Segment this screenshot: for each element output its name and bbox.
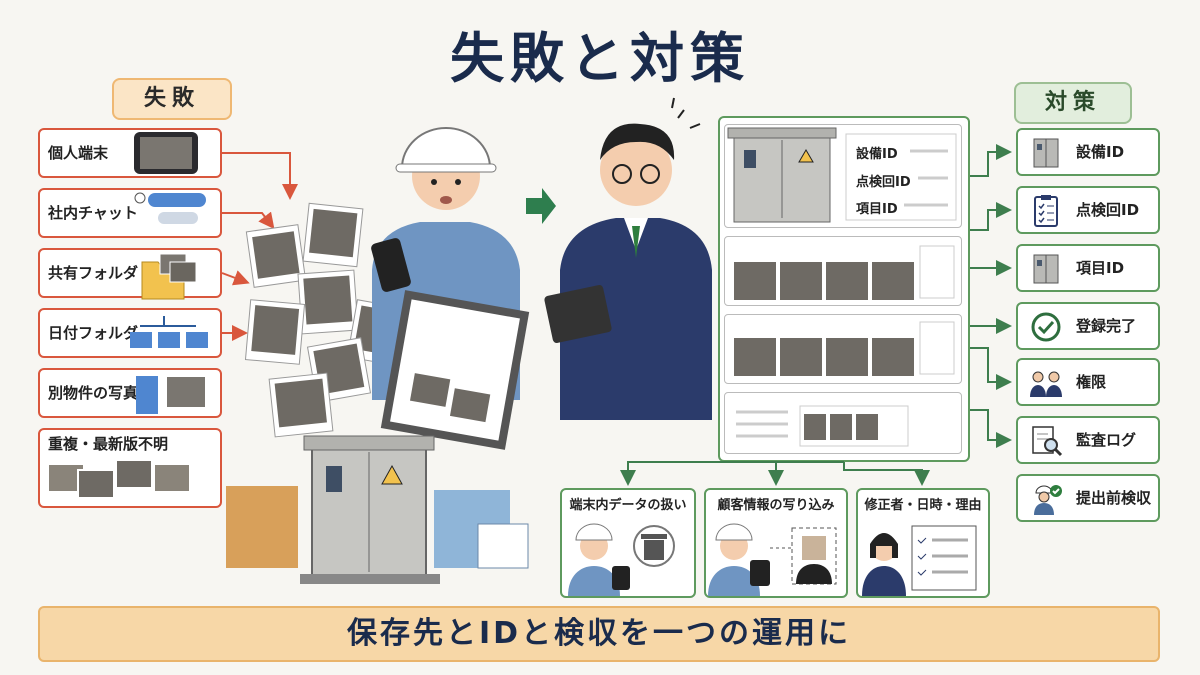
measure-item-label: 監査ログ bbox=[1076, 431, 1137, 449]
measure-item-pre-submission-check: 提出前検収 bbox=[1016, 474, 1160, 522]
clipboard-document bbox=[380, 290, 530, 450]
bottom-item-label: 修正者・日時・理由 bbox=[864, 498, 982, 513]
measure-item-registration-complete: 登録完了 bbox=[1016, 302, 1160, 350]
measure-item-permission: 権限 bbox=[1016, 358, 1160, 406]
measure-item-item-id: 項目ID bbox=[1016, 244, 1160, 292]
bottom-item-label: 顧客情報の写り込み bbox=[717, 498, 835, 513]
failure-item-label: 共有フォルダ bbox=[48, 264, 139, 282]
measure-item-label: 項目ID bbox=[1076, 259, 1125, 277]
building-photo-icon bbox=[136, 375, 207, 414]
worker-with-tablet bbox=[568, 523, 630, 596]
measure-item-label: 登録完了 bbox=[1076, 317, 1137, 335]
magnifier-document-icon bbox=[1032, 426, 1063, 457]
arrow-icon bbox=[526, 188, 556, 224]
folder-icon bbox=[141, 253, 197, 300]
panel-label-equipment-id: 設備ID bbox=[856, 147, 898, 162]
measure-item-label: 点検回ID bbox=[1076, 201, 1140, 219]
worker-check-icon bbox=[1034, 485, 1062, 515]
duplicate-photos-icon bbox=[47, 459, 191, 499]
cabinet-icon bbox=[1033, 254, 1059, 284]
measure-item-inspection-id: 点検回ID bbox=[1016, 186, 1160, 234]
bottom-item-label: 端末内データの扱い bbox=[569, 498, 687, 513]
failure-item-label: 別物件の写真 bbox=[48, 384, 139, 402]
cabinet-icon bbox=[1033, 138, 1059, 168]
summary-banner: 保存先とIDと検収を一つの運用に bbox=[38, 606, 1160, 662]
panel-cabinet-image bbox=[727, 127, 837, 223]
measure-item-equipment-id: 設備ID bbox=[1016, 128, 1160, 176]
panel-photo-thumbs bbox=[734, 245, 955, 447]
woman-with-document bbox=[862, 525, 977, 596]
users-icon bbox=[1030, 371, 1062, 397]
trash-icon bbox=[633, 525, 675, 567]
page-title: 失敗と対策 bbox=[450, 27, 750, 90]
failure-item-label: 重複・最新版不明 bbox=[48, 435, 169, 453]
chat-bubble-icon bbox=[134, 192, 206, 224]
folder-tree-icon bbox=[130, 316, 208, 348]
failure-header: 失敗 bbox=[112, 78, 232, 120]
failure-item-label: 個人端末 bbox=[48, 144, 109, 162]
manager-figure bbox=[544, 97, 712, 420]
countermeasure-header: 対策 bbox=[1014, 82, 1132, 124]
measure-item-label: 提出前検収 bbox=[1076, 489, 1152, 507]
worker-with-tablet bbox=[708, 523, 770, 596]
failure-item-label: 日付フォルダ bbox=[48, 324, 139, 342]
failure-item-label: 社内チャット bbox=[48, 204, 138, 222]
measure-item-label: 設備ID bbox=[1076, 143, 1125, 161]
electrical-cabinet bbox=[226, 435, 529, 584]
panel-label-inspection-id: 点検回ID bbox=[856, 175, 911, 190]
clipboard-icon bbox=[1034, 195, 1058, 227]
measure-item-audit-log: 監査ログ bbox=[1016, 416, 1160, 464]
blurred-face-icon bbox=[770, 527, 837, 585]
tablet-icon bbox=[134, 132, 198, 174]
panel-label-item-id: 項目ID bbox=[856, 202, 898, 217]
measure-item-label: 権限 bbox=[1076, 373, 1107, 391]
check-circle-icon bbox=[1031, 312, 1061, 342]
